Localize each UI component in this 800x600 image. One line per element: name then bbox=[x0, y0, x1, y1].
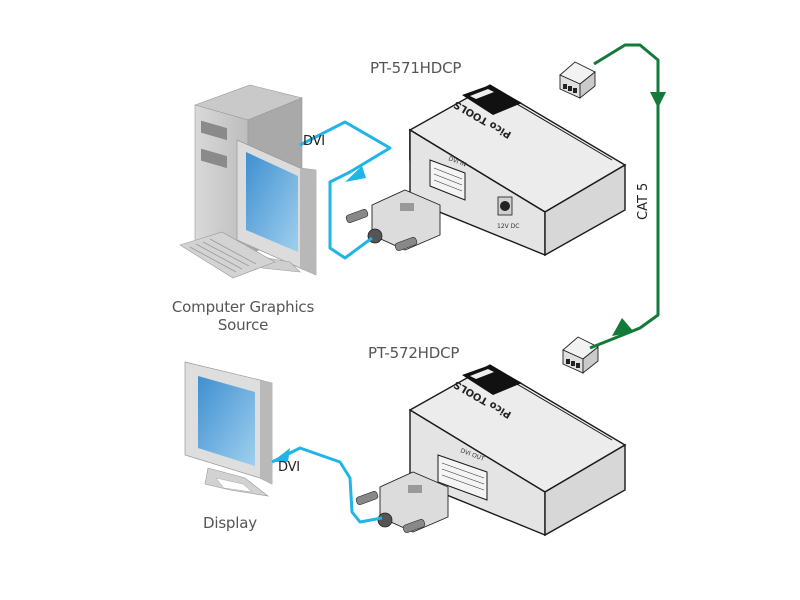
kramer-logo-icon bbox=[462, 365, 522, 395]
dvi-display-edge-label: DVI bbox=[278, 460, 300, 475]
transmitter-device: Pico TOOLS DVI IN 12V DC bbox=[408, 84, 627, 257]
rj45-connector-icon bbox=[562, 336, 599, 374]
receiver-device: Pico TOOLS DVI OUT bbox=[408, 364, 627, 537]
arrow-icon bbox=[272, 448, 290, 462]
dvi-plug-icon bbox=[355, 471, 449, 533]
cat5-cable bbox=[589, 43, 660, 350]
source-label: Computer Graphics Source bbox=[168, 298, 318, 334]
display-label: Display bbox=[203, 514, 257, 532]
kramer-logo-icon bbox=[462, 85, 522, 115]
desktop-computer-icon bbox=[179, 84, 317, 279]
cat5-edge-label: CAT 5 bbox=[636, 182, 651, 220]
arrow-icon bbox=[612, 318, 634, 336]
power-label: 12V DC bbox=[497, 223, 519, 230]
monitor-icon bbox=[184, 361, 273, 497]
transmitter-label: PT-571HDCP bbox=[370, 59, 462, 77]
arrow-icon bbox=[650, 92, 666, 108]
dvi-cable-source bbox=[299, 120, 392, 260]
source-label-line2: Source bbox=[217, 316, 269, 334]
arrow-icon bbox=[345, 166, 366, 182]
dvi-plug-icon bbox=[345, 189, 441, 251]
dvi-cable-display bbox=[271, 446, 383, 524]
dvi-source-edge-label: DVI bbox=[303, 134, 325, 149]
source-label-line1: Computer Graphics bbox=[171, 298, 315, 316]
receiver-label: PT-572HDCP bbox=[368, 344, 460, 362]
rj45-connector-icon bbox=[559, 61, 596, 99]
